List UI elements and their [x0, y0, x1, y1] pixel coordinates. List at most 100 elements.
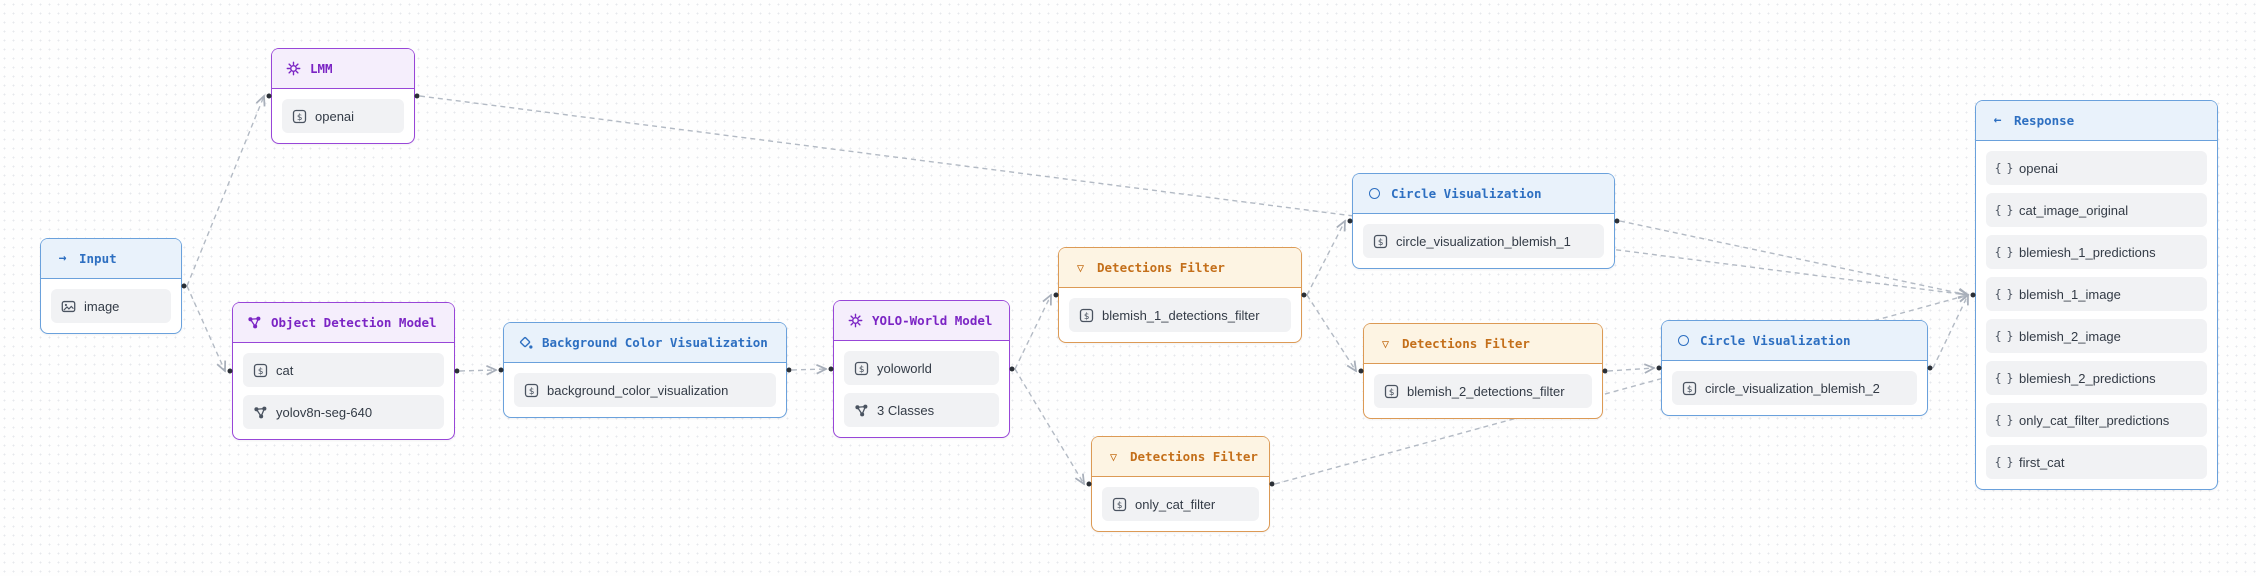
port-out-df3[interactable]: [1269, 481, 1275, 487]
node-response[interactable]: ← Response { } openai { } cat_image_orig…: [1975, 100, 2218, 490]
braces-icon: { }: [1994, 455, 2014, 469]
node-title: Circle Visualization: [1391, 186, 1542, 201]
gear-icon: [848, 313, 863, 328]
svg-text:$: $: [1117, 499, 1123, 510]
node-item-image[interactable]: image: [51, 289, 171, 323]
node-df2-header: ▽ Detections Filter: [1364, 324, 1602, 364]
node-yolo-world-model[interactable]: YOLO-World Model $ yoloworld 3 Classes: [833, 300, 1010, 438]
node-title: Response: [2014, 113, 2075, 128]
port-in-df3[interactable]: [1086, 481, 1092, 487]
connection-edge-cv1-response: [1619, 220, 1968, 295]
response-item[interactable]: { } blemiesh_1_predictions: [1986, 235, 2207, 269]
node-item-blemish-2-detections-filter[interactable]: $ blemish_2_detections_filter: [1374, 374, 1592, 408]
item-label: circle_visualization_blemish_2: [1705, 380, 1880, 396]
node-title: Detections Filter: [1402, 336, 1530, 351]
item-label: yoloworld: [877, 360, 932, 376]
node-item-openai[interactable]: $ openai: [282, 99, 404, 133]
dollar-icon: $: [1682, 381, 1697, 396]
node-item-circle-visualization-blemish-1[interactable]: $ circle_visualization_blemish_1: [1363, 224, 1604, 258]
node-object-detection-model[interactable]: Object Detection Model $ cat yolov8n-seg…: [232, 302, 455, 440]
node-item-yoloworld[interactable]: $ yoloworld: [844, 351, 999, 385]
image-icon: [61, 299, 76, 314]
node-item-3-classes[interactable]: 3 Classes: [844, 393, 999, 427]
funnel-icon: ▽: [1109, 449, 1118, 464]
connection-edge-yolo-df1: [1014, 295, 1051, 370]
response-item[interactable]: { } only_cat_filter_predictions: [1986, 403, 2207, 437]
node-item-blemish-1-detections-filter[interactable]: $ blemish_1_detections_filter: [1069, 298, 1291, 332]
node-item-cat[interactable]: $ cat: [243, 353, 444, 387]
port-out-df1[interactable]: [1301, 292, 1307, 298]
connection-edge-df1-cv1: [1306, 221, 1345, 296]
port-in-cv2[interactable]: [1656, 365, 1662, 371]
item-label: openai: [2019, 160, 2059, 176]
port-in-bcv[interactable]: [498, 367, 504, 373]
node-detections-filter-blemish-1[interactable]: ▽ Detections Filter $ blemish_1_detectio…: [1058, 247, 1302, 343]
node-background-color-visualization[interactable]: Background Color Visualization $ backgro…: [503, 322, 787, 418]
port-in-yolo[interactable]: [828, 366, 834, 372]
response-item[interactable]: { } first_cat: [1986, 445, 2207, 479]
node-item-yolov8n-seg-640[interactable]: yolov8n-seg-640: [243, 395, 444, 429]
node-lmm-header: LMM: [272, 49, 414, 89]
port-in-df2[interactable]: [1358, 368, 1364, 374]
dollar-icon: $: [854, 361, 869, 376]
connection-edge-yolo-df3: [1014, 368, 1084, 484]
braces-icon: { }: [1994, 245, 2014, 259]
response-item[interactable]: { } blemish_2_image: [1986, 319, 2207, 353]
node-detections-filter-only-cat[interactable]: ▽ Detections Filter $ only_cat_filter: [1091, 436, 1270, 532]
braces-icon: { }: [1994, 287, 2014, 301]
node-title: Detections Filter: [1097, 260, 1225, 275]
funnel-icon: ▽: [1381, 336, 1390, 351]
port-in-cv1[interactable]: [1347, 218, 1353, 224]
node-circle-visualization-blemish-2[interactable]: Circle Visualization $ circle_visualizat…: [1661, 320, 1928, 416]
arrow-right-icon: →: [58, 251, 67, 266]
port-in-response[interactable]: [1970, 292, 1976, 298]
node-title: Circle Visualization: [1700, 333, 1851, 348]
node-item-circle-visualization-blemish-2[interactable]: $ circle_visualization_blemish_2: [1672, 371, 1917, 405]
node-cv2-header: Circle Visualization: [1662, 321, 1927, 361]
port-out-cv1[interactable]: [1614, 218, 1620, 224]
dollar-icon: $: [1384, 384, 1399, 399]
port-out-lmm[interactable]: [414, 93, 420, 99]
node-circle-visualization-blemish-1[interactable]: Circle Visualization $ circle_visualizat…: [1352, 173, 1615, 269]
response-item[interactable]: { } blemish_1_image: [1986, 277, 2207, 311]
node-df3-header: ▽ Detections Filter: [1092, 437, 1269, 477]
port-in-lmm[interactable]: [266, 93, 272, 99]
item-label: only_cat_filter_predictions: [2019, 412, 2170, 428]
item-label: background_color_visualization: [547, 382, 729, 398]
item-label: blemish_2_detections_filter: [1407, 383, 1565, 399]
item-label: cat_image_original: [2019, 202, 2129, 218]
node-detections-filter-blemish-2[interactable]: ▽ Detections Filter $ blemish_2_detectio…: [1363, 323, 1603, 419]
port-out-yolo[interactable]: [1009, 366, 1015, 372]
braces-icon: { }: [1994, 203, 2014, 217]
port-in-df1[interactable]: [1053, 292, 1059, 298]
response-item[interactable]: { } openai: [1986, 151, 2207, 185]
item-label: blemish_1_image: [2019, 286, 2121, 302]
svg-text:$: $: [297, 111, 303, 122]
dollar-icon: $: [1079, 308, 1094, 323]
item-label: blemiesh_1_predictions: [2019, 244, 2156, 260]
braces-icon: { }: [1994, 371, 2014, 385]
port-in-odm[interactable]: [227, 368, 233, 374]
port-out-input[interactable]: [181, 283, 187, 289]
svg-text:$: $: [859, 363, 865, 374]
item-label: yolov8n-seg-640: [276, 404, 373, 420]
circle-icon: [1367, 186, 1382, 201]
connection-edge-cv2-response: [1932, 295, 1968, 369]
node-lmm[interactable]: LMM $ openai: [271, 48, 415, 144]
port-out-cv2[interactable]: [1927, 365, 1933, 371]
node-title: Input: [79, 251, 117, 266]
gear-icon: [286, 61, 301, 76]
item-label: cat: [276, 362, 294, 378]
port-out-bcv[interactable]: [786, 367, 792, 373]
port-out-df2[interactable]: [1602, 368, 1608, 374]
node-item-only-cat-filter[interactable]: $ only_cat_filter: [1102, 487, 1259, 521]
response-item[interactable]: { } cat_image_original: [1986, 193, 2207, 227]
connection-edge-lmm-response: [419, 95, 1968, 295]
node-input[interactable]: → Input image: [40, 238, 182, 334]
node-item-background-color-visualization[interactable]: $ background_color_visualization: [514, 373, 776, 407]
node-title: LMM: [310, 61, 333, 76]
response-item[interactable]: { } blemiesh_2_predictions: [1986, 361, 2207, 395]
item-label: blemiesh_2_predictions: [2019, 370, 2156, 386]
port-out-odm[interactable]: [454, 368, 460, 374]
